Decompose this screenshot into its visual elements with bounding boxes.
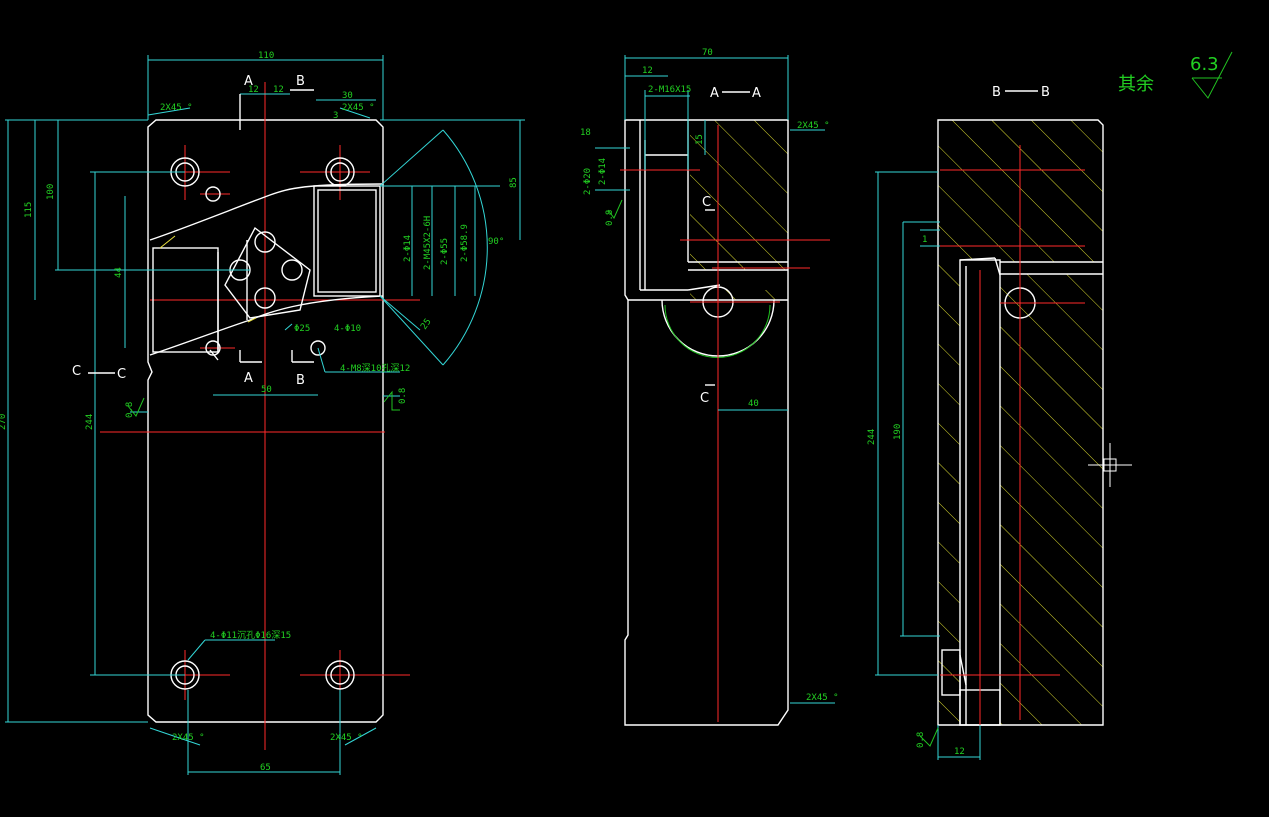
note-m8: 4-M8深10孔深12 <box>340 363 410 374</box>
dim-244: 244 <box>85 414 95 430</box>
section-b-outline <box>937 119 1104 726</box>
side-note-m16: 2-M16X15 <box>648 85 691 95</box>
section-b-dim-244: 244 <box>867 429 877 445</box>
side-note-phi14: 2-Φ14 <box>598 158 608 185</box>
side-mark-c-bottom: C <box>700 391 709 406</box>
dim-110: 110 <box>258 51 274 61</box>
dim-3: 3 <box>333 111 338 121</box>
side-dim-15: 15 <box>695 134 705 145</box>
side-mark-c-top: C <box>702 195 711 210</box>
front-outline <box>147 119 384 723</box>
section-mark-a-top: A <box>244 74 253 89</box>
section-mark-c-right: C <box>117 367 126 382</box>
dim-44: 44 <box>114 267 124 278</box>
section-mark-c-left: C <box>72 364 81 379</box>
roughness-symbol-icon <box>1191 51 1233 99</box>
surface-finish-label: 其余 <box>1118 74 1154 95</box>
side-note-phi20: 2-Φ20 <box>583 168 593 195</box>
dim-50: 50 <box>261 385 272 395</box>
right-bore <box>313 185 381 297</box>
section-mark-b-bottom: B <box>296 373 305 388</box>
chamfer-bottom-left: 2X45 ° <box>172 733 205 743</box>
dim-270: 270 <box>0 414 8 430</box>
section-mark-b-top: B <box>296 74 305 89</box>
section-b-dim-12: 12 <box>954 747 965 757</box>
chamfer-top-left: 2X45 ° <box>160 103 193 113</box>
dim-100: 100 <box>46 184 56 200</box>
hole-bottom-right <box>325 660 355 690</box>
note-phi58: 2-Φ58.9 <box>460 224 470 262</box>
surface-finish-value: 6.3 <box>1190 54 1219 75</box>
section-mark-a-bottom: A <box>244 371 253 386</box>
front-view: 110 A B 12 12 30 3 2X45 ° 2X45 ° 2X45 ° … <box>0 51 525 775</box>
crosshair-cursor <box>1088 443 1132 487</box>
roughness-left: 0.8 <box>125 402 135 418</box>
side-roughness: 0.8 <box>605 210 615 226</box>
section-b-title-right: B <box>1041 85 1050 100</box>
side-dim-18: 18 <box>580 128 591 138</box>
side-dim-12: 12 <box>642 66 653 76</box>
side-title-a-left: A <box>710 86 719 101</box>
section-b-title-left: B <box>992 85 1001 100</box>
chamfer-bottom-right: 2X45 ° <box>330 733 363 743</box>
angle-25: 25 <box>419 317 433 332</box>
side-dim-70: 70 <box>702 48 713 58</box>
dim-30: 30 <box>342 91 353 101</box>
surface-finish-note: 其余 6.3 <box>1118 51 1233 99</box>
note-phi11: 4-Φ11沉孔Φ16深15 <box>210 630 291 641</box>
note-phi10: 4-Φ10 <box>334 324 361 334</box>
section-b-dim-1: 1 <box>922 235 927 245</box>
dim-65: 65 <box>260 763 271 773</box>
dim-115: 115 <box>24 202 34 218</box>
section-b-roughness: 0.8 <box>916 732 926 748</box>
chamfer-top-right: 2X45 ° <box>342 103 375 113</box>
side-view-a-a: 70 12 2-M16X15 A A 15 18 2-Φ20 2-Φ14 0.8… <box>580 48 839 726</box>
dim-12a: 12 <box>248 85 259 95</box>
side-outline <box>624 119 789 726</box>
section-view-b-b: B B 1 244 190 12 0.8 <box>867 85 1132 760</box>
section-b-dim-190: 190 <box>893 424 903 440</box>
angle-90: 90° <box>488 237 504 247</box>
side-dim-40: 40 <box>748 399 759 409</box>
note-m45: 2-M45X2-6H <box>423 216 433 270</box>
note-phi25: Φ25 <box>294 324 310 334</box>
triangle-block <box>224 226 311 319</box>
dim-12b: 12 <box>273 85 284 95</box>
note-phi14: 2-Φ14 <box>403 235 413 262</box>
dim-85: 85 <box>509 177 519 188</box>
roughness-right: 0.8 <box>398 388 408 404</box>
side-chamfer-bottom: 2X45 ° <box>806 693 839 703</box>
side-title-a-right: A <box>752 86 761 101</box>
side-chamfer-top: 2X45 ° <box>797 121 830 131</box>
note-phi55: 2-Φ55 <box>440 238 450 265</box>
